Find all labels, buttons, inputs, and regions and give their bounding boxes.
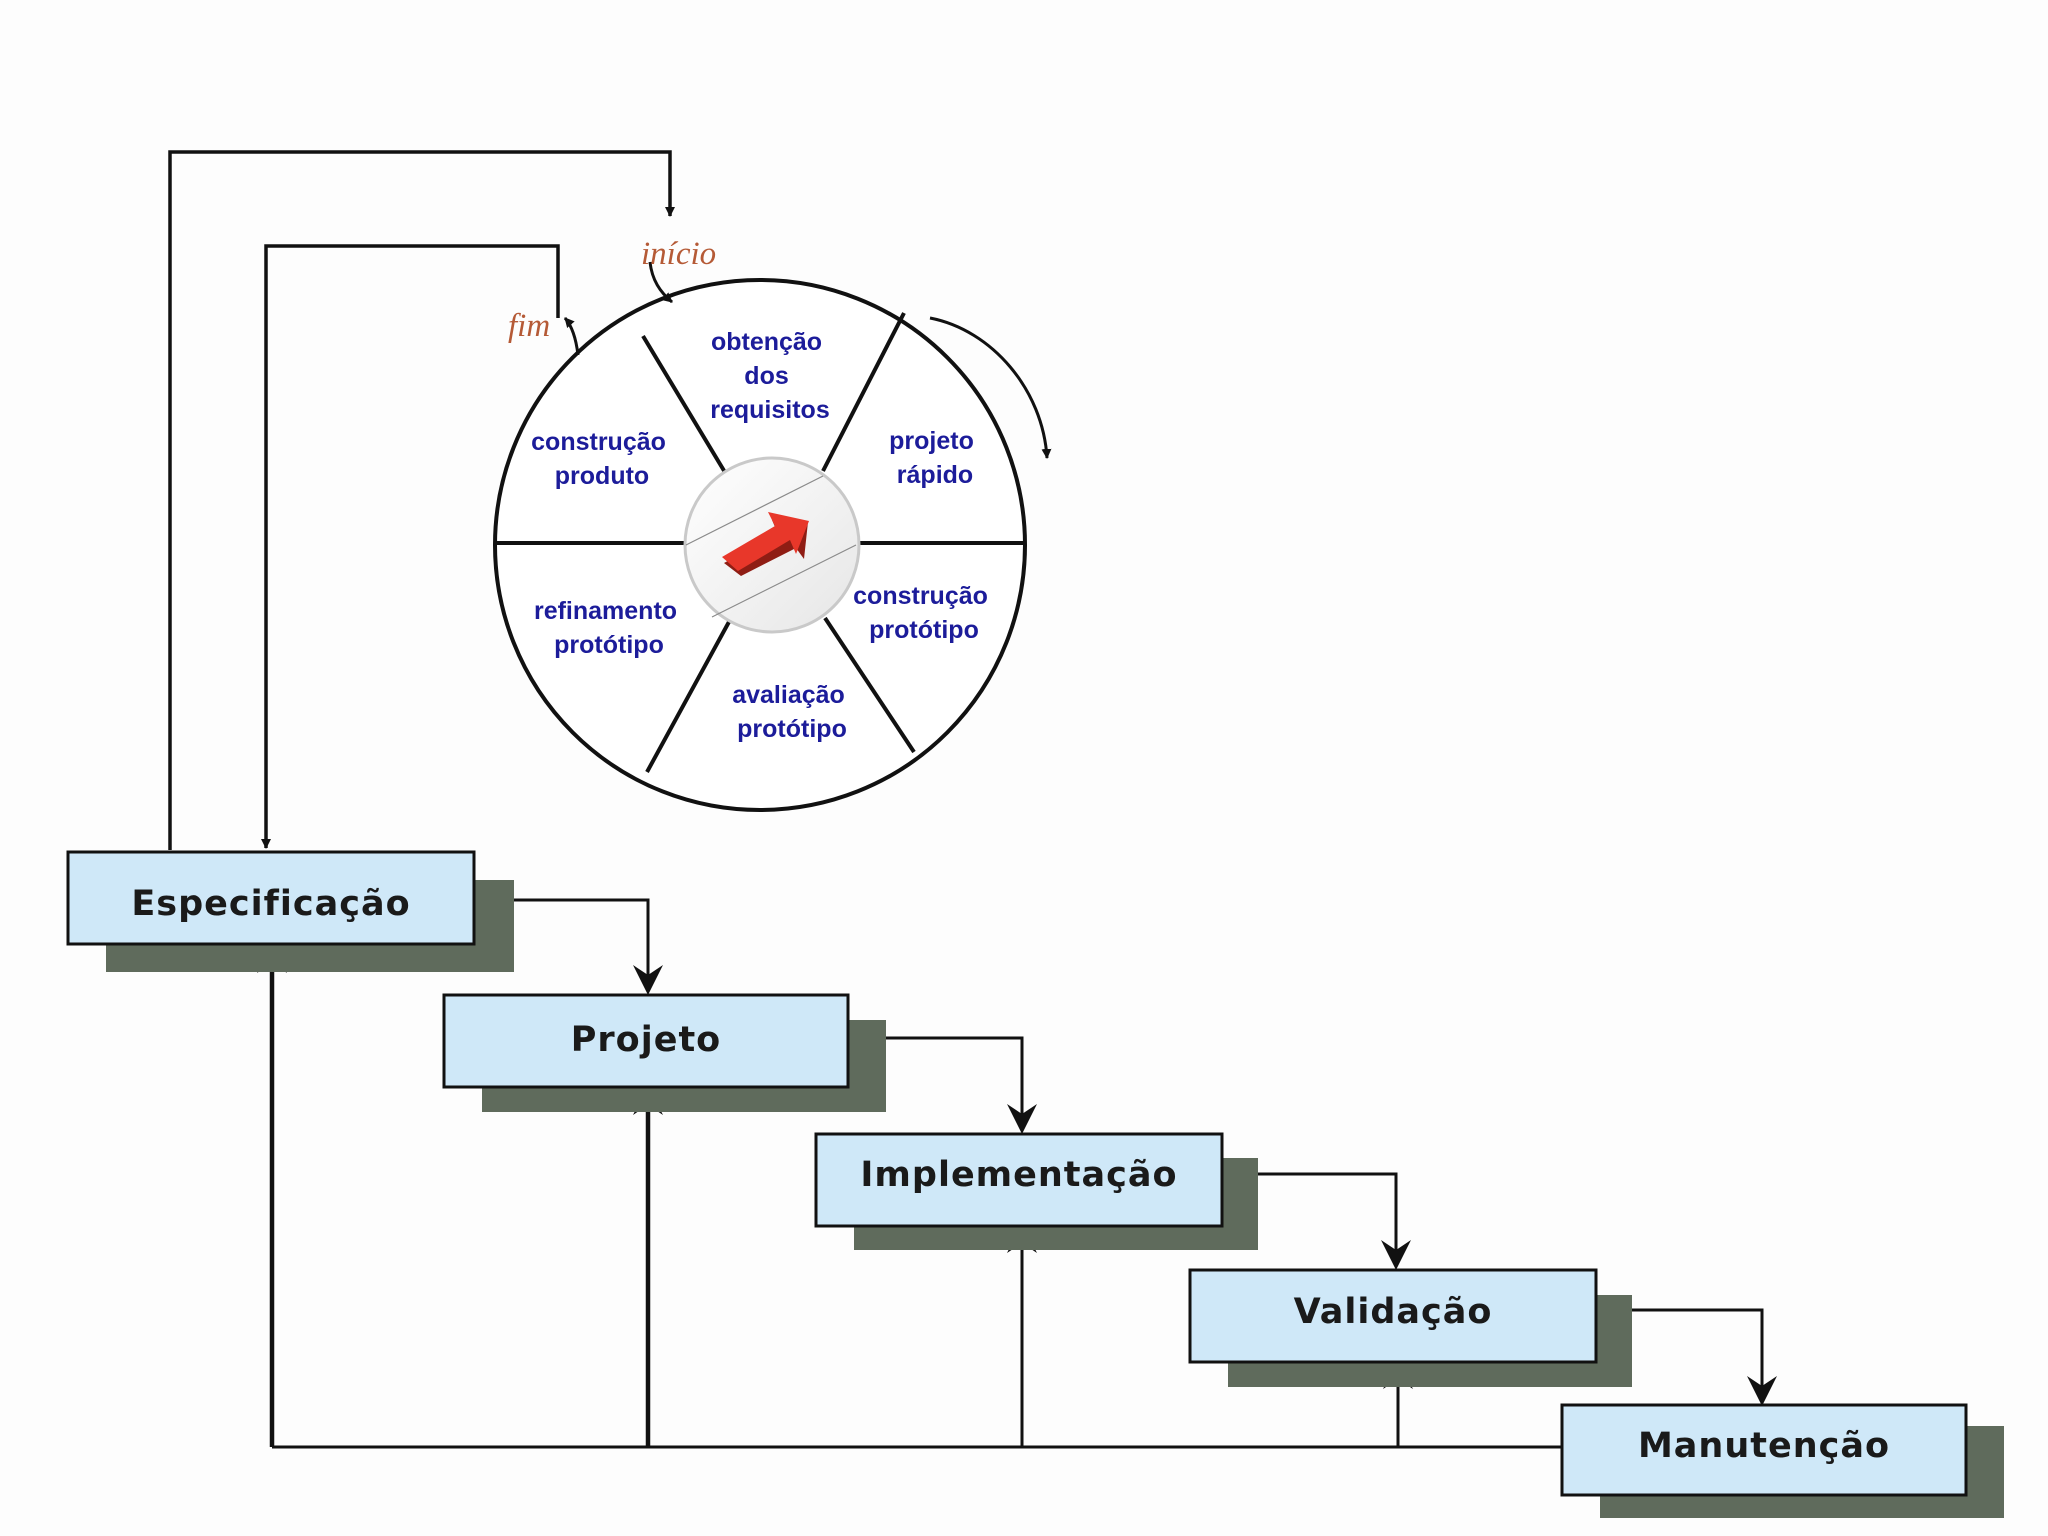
loop-from-fim [261, 244, 560, 849]
segment-text: construção [531, 428, 666, 456]
feedback-arrows [257, 943, 1562, 1449]
segment-text: protótipo [737, 715, 847, 743]
segment-text: protótipo [869, 616, 979, 644]
stage-especificacao-label: Especificação [131, 884, 410, 924]
stage-validacao-label: Validação [1294, 1292, 1493, 1332]
segment-construcao-produto: construção produto [531, 428, 673, 490]
stage-manutencao: Manutenção [1560, 1403, 2004, 1518]
stage-projeto-label: Projeto [571, 1020, 721, 1060]
fim-label: fim [508, 308, 550, 344]
segment-text: produto [555, 462, 649, 490]
segment-text: requisitos [710, 396, 829, 424]
rotation-arrow-icon [929, 316, 1052, 459]
segment-projeto-rapido: projeto rápido [889, 427, 981, 489]
stage-implementacao-label: Implementação [860, 1155, 1177, 1195]
segment-text: dos [744, 362, 788, 390]
segment-text: avaliação [732, 681, 845, 709]
stage-projeto: Projeto [442, 993, 886, 1112]
red-arrow-icon [722, 512, 809, 576]
stage-especificacao: Especificação [66, 850, 514, 972]
loop-to-inicio [168, 150, 675, 850]
segment-text: projeto [889, 427, 974, 455]
segment-text: rápido [897, 461, 973, 489]
stage-manutencao-label: Manutenção [1638, 1426, 1890, 1466]
segment-text: protótipo [554, 631, 664, 659]
stage-implementacao: Implementação [814, 1132, 1258, 1250]
segment-text: refinamento [534, 597, 677, 625]
inicio-label: início [641, 236, 716, 272]
segment-construcao-prototipo: construção protótipo [853, 582, 995, 644]
inicio-arrow-icon [648, 261, 673, 304]
stage-validacao: Validação [1188, 1268, 1632, 1387]
segment-avaliacao-prototipo: avaliação protótipo [732, 681, 852, 743]
segment-obtencao-requisitos: obtenção dos requisitos [710, 328, 829, 424]
fim-arrow-icon [563, 317, 580, 356]
forward-arrows [474, 898, 1777, 1406]
segment-refinamento-prototipo: refinamento protótipo [534, 597, 684, 659]
segment-text: obtenção [711, 328, 822, 356]
segment-text: construção [853, 582, 988, 610]
prototyping-wheel [493, 278, 1027, 812]
